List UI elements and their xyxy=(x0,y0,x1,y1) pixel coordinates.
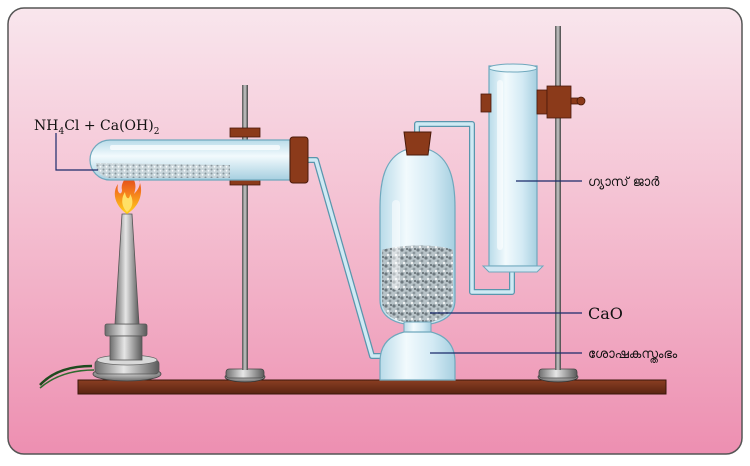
jar-clamp-left xyxy=(480,93,492,113)
gas-jar xyxy=(480,63,586,273)
test-tube-cork xyxy=(289,136,309,184)
gas-hose xyxy=(39,364,93,386)
reactants-leader xyxy=(55,133,98,171)
drying-tower-label: ശോഷകസ്തംഭം xyxy=(588,347,678,364)
reactants-label: NH4Cl + Ca(OH)2 xyxy=(34,118,159,137)
wooden-base xyxy=(77,379,667,395)
gas-jar-label: ഗ്യാസ് ജാർ xyxy=(588,175,660,190)
drying-tower xyxy=(379,131,456,381)
left-clamp-top xyxy=(229,127,261,138)
jar-clamp-holder xyxy=(546,85,572,119)
flame xyxy=(114,170,142,214)
air-collar xyxy=(104,323,148,337)
delivery-tube-2 xyxy=(414,121,515,295)
test-tube xyxy=(89,136,309,184)
bunsen-burner xyxy=(39,170,162,389)
burner-barrel xyxy=(114,213,140,325)
clamp-screw xyxy=(576,96,586,106)
cao-label: CaO xyxy=(588,304,623,323)
right-stand-rod xyxy=(555,26,561,370)
reactant-powder xyxy=(95,163,231,179)
right-stand xyxy=(537,26,579,383)
drying-tower-cork xyxy=(403,131,432,156)
left-stand-rod xyxy=(242,85,248,370)
